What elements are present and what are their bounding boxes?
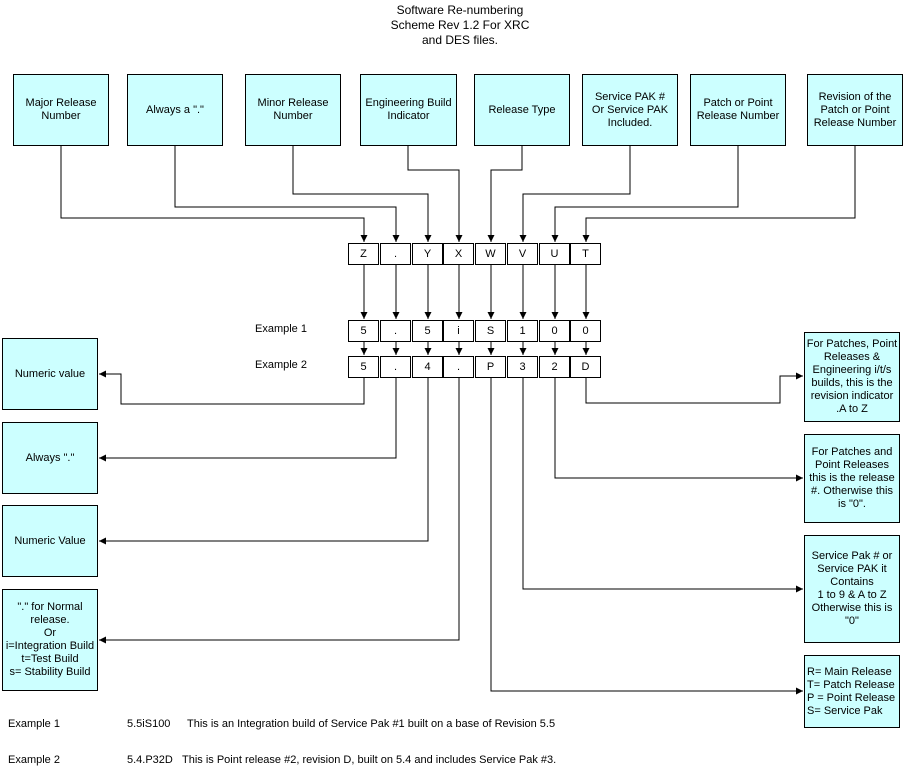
footer-example2-label: Example 2 [8, 754, 60, 766]
example1-cell: 5 [348, 320, 379, 342]
diagram-title: Software Re-numbering Scheme Rev 1.2 For… [390, 3, 530, 47]
example1-cell: 0 [570, 320, 601, 342]
wire-dot [174, 146, 400, 242]
wire-service-pak [519, 146, 631, 242]
box-service-pak-desc: Service Pak # or Service PAK it Contains… [804, 535, 900, 643]
example2-cell: D [570, 356, 601, 378]
wire-release-type [487, 146, 523, 242]
scheme-cell-v: V [507, 243, 538, 265]
footer-example1-code: 5.5iS100 [127, 718, 171, 730]
example2-cell: 4 [412, 356, 443, 378]
example1-label: Example 1 [255, 323, 307, 335]
example2-cell: 2 [539, 356, 570, 378]
wire-patch-number [551, 146, 739, 242]
wire-minor [292, 146, 432, 242]
scheme-cell-w: W [475, 243, 506, 265]
box-build-type-legend: "." for Normal release. Or i=Integration… [2, 589, 98, 691]
box-numeric-value-minor: Numeric Value [2, 505, 98, 577]
box-always-dot: Always a "." [127, 74, 223, 146]
example2-cell: . [380, 356, 411, 378]
example1-cell: . [380, 320, 411, 342]
example1-cell: 1 [507, 320, 538, 342]
example1-cell: 5 [412, 320, 443, 342]
box-revision-indicator-desc: For Patches, Point Releases & Engineerin… [804, 332, 900, 422]
wire-major [60, 146, 368, 242]
box-release-number-desc: For Patches and Point Releases this is t… [804, 434, 900, 523]
footer-example2-code: 5.4.P32D [127, 754, 173, 766]
box-revision-patch-point: Revision of the Patch or Point Release N… [807, 74, 903, 146]
example1-cell: 0 [539, 320, 570, 342]
box-release-type: Release Type [474, 74, 570, 146]
box-patch-point-release-number: Patch or Point Release Number [690, 74, 786, 146]
scheme-cell-u: U [539, 243, 570, 265]
example1-cell: i [443, 320, 474, 342]
scheme-cell-dot: . [380, 243, 411, 265]
scheme-cell-x: X [443, 243, 474, 265]
scheme-cell-z: Z [348, 243, 379, 265]
footer-example1-desc: This is an Integration build of Service … [187, 718, 556, 730]
box-numeric-value-major: Numeric value [2, 338, 98, 410]
box-release-type-legend: R= Main Release T= Patch Release P = Poi… [804, 655, 900, 728]
scheme-cell-t: T [570, 243, 601, 265]
footer-example1-label: Example 1 [8, 718, 60, 730]
example2-label: Example 2 [255, 359, 307, 371]
example2-cell: P [475, 356, 506, 378]
box-always-dot-left: Always "." [2, 422, 98, 494]
box-minor-release-number: Minor Release Number [245, 74, 341, 146]
example2-cell: 3 [507, 356, 538, 378]
example2-cell: . [443, 356, 474, 378]
box-major-release-number: Major Release Number [13, 74, 109, 146]
wire-revision [582, 146, 856, 242]
example2-cell: 5 [348, 356, 379, 378]
box-engineering-build-indicator: Engineering Build Indicator [360, 74, 457, 146]
example1-cell: S [475, 320, 506, 342]
wire-engineering [407, 146, 463, 242]
scheme-cell-y: Y [412, 243, 443, 265]
box-service-pak: Service PAK # Or Service PAK Included. [582, 74, 678, 146]
footer-example2-desc: This is Point release #2, revision D, bu… [182, 754, 557, 766]
